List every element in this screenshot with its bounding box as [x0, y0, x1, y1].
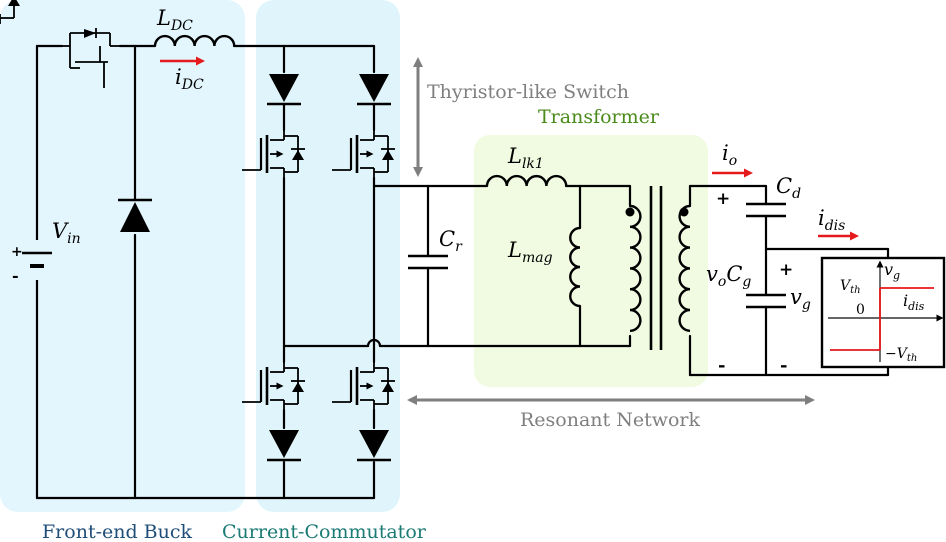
secondary-dot — [679, 207, 689, 217]
inset-vth-label: Vth — [840, 278, 861, 296]
commutator-wiring — [282, 44, 376, 500]
svg-text:-: - — [12, 266, 19, 285]
mosfet-symbol-template — [0, 0, 20, 24]
commutator-diode-1 — [267, 74, 301, 106]
vg-label: vg — [790, 285, 811, 313]
transformer — [625, 186, 691, 350]
buck-mosfet — [62, 28, 120, 88]
transformer-label: Transformer — [538, 106, 660, 128]
vo-cg-label: voCg — [706, 262, 751, 290]
vg-plus: + — [779, 260, 793, 280]
inset-idis-label: idis — [903, 291, 925, 313]
vin-label: Vin — [52, 219, 81, 247]
vin-source: + - — [11, 240, 54, 285]
inset-vg-label: vg — [884, 260, 900, 282]
ldc-label: LDC — [156, 6, 193, 34]
resonant-wiring — [282, 184, 632, 348]
llk1-inductor — [485, 174, 568, 187]
transformer-region — [474, 135, 708, 387]
ldc-inductor — [153, 34, 236, 47]
vg-minus: - — [780, 355, 787, 376]
thyristor-switch-label: Thyristor-like Switch — [427, 81, 629, 103]
svg-text:+: + — [11, 244, 23, 260]
resonant-network-label: Resonant Network — [520, 409, 701, 431]
freewheel-diode — [118, 193, 152, 232]
inset-neg-vth-label: −Vth — [885, 346, 917, 364]
front-end-buck-region — [0, 0, 245, 512]
vo-plus: + — [716, 189, 730, 209]
idc-label: iDC — [175, 65, 204, 93]
inset-zero-label: 0 — [856, 302, 865, 318]
cg-capacitor — [746, 293, 786, 309]
lmag-label: Lmag — [507, 238, 553, 266]
commutator-diode-4 — [357, 430, 391, 462]
commutator-diode-2 — [357, 74, 391, 106]
commutator-diode-3 — [267, 430, 301, 462]
front-end-buck-caption: Front-end Buck — [42, 521, 193, 542]
current-commutator-caption: Current-Commutator — [222, 521, 427, 542]
idis-label: idis — [818, 206, 845, 234]
cr-capacitor — [408, 254, 448, 270]
secondary-wiring — [688, 184, 890, 377]
vo-minus: - — [718, 355, 725, 376]
iv-inset: Vth vg 0 idis −Vth — [820, 256, 946, 369]
lmag-inductor — [569, 226, 581, 308]
primary-dot — [625, 207, 635, 217]
cd-label: Cd — [776, 174, 801, 202]
cr-label: Cr — [439, 227, 463, 255]
current-commutator-region — [256, 0, 400, 512]
llk1-label: Llk1 — [507, 144, 544, 172]
io-label: io — [722, 141, 737, 169]
cd-capacitor — [746, 202, 786, 218]
